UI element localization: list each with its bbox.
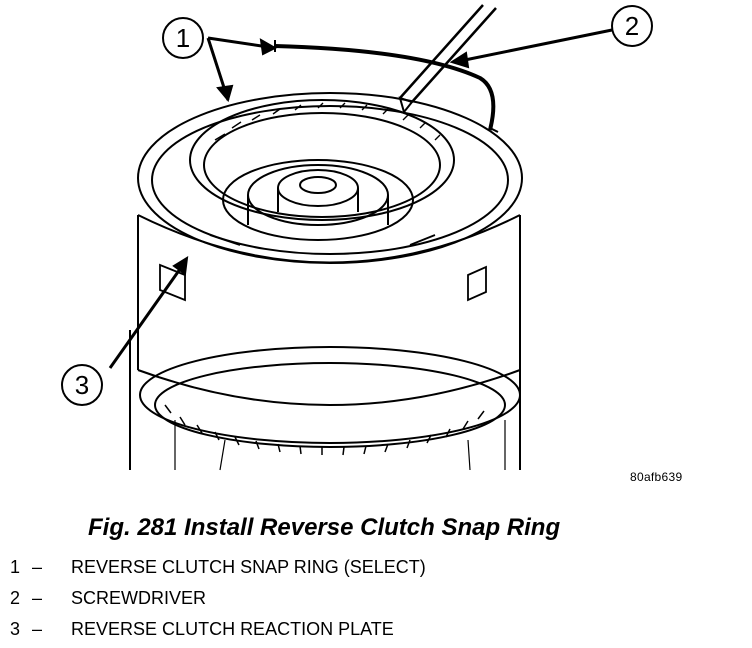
callout-circle-3: [61, 364, 103, 406]
legend-item: 1 – REVERSE CLUTCH SNAP RING (SELECT): [10, 555, 426, 586]
image-reference-code: 80afb639: [630, 470, 683, 484]
reaction-plate-lugs: [159, 234, 487, 302]
gear-ring-outer: [139, 346, 521, 444]
callout-number-2: 2: [625, 11, 639, 41]
leader-2: [454, 28, 613, 64]
lower-body-grooves: [174, 420, 506, 471]
legend-number: 3: [10, 619, 21, 639]
lower-body: [129, 330, 521, 470]
screwdriver-shaft: [399, 4, 497, 103]
screwdriver-tip: [398, 96, 414, 115]
legend-text: REVERSE CLUTCH SNAP RING (SELECT): [71, 557, 426, 577]
drum-rim-mid: [151, 105, 509, 255]
leader-3-arrow: [172, 256, 189, 276]
legend-item: 2 – SCREWDRIVER: [10, 586, 426, 617]
leader-1-arrows: [216, 38, 278, 103]
clutch-splines: [214, 102, 441, 141]
clutch-pack-ring: [189, 99, 455, 221]
callout-circle-2: [611, 5, 653, 47]
legend-text: SCREWDRIVER: [71, 588, 207, 608]
drum-body: [137, 215, 521, 370]
hub-sides: [247, 188, 389, 225]
legend-number: 2: [10, 588, 21, 608]
legend-item: 3 – REVERSE CLUTCH REACTION PLATE: [10, 617, 426, 648]
drum-bottom-edge: [137, 369, 521, 406]
snap-ring-ends: [274, 40, 499, 133]
hub-inner: [277, 169, 359, 207]
legend-text: REVERSE CLUTCH REACTION PLATE: [71, 619, 394, 639]
legend-separator: –: [32, 557, 43, 577]
hub-bore: [299, 176, 337, 194]
figure-legend: 1 – REVERSE CLUTCH SNAP RING (SELECT) 2 …: [10, 555, 426, 648]
legend-separator: –: [32, 588, 43, 608]
hub-outer: [222, 159, 414, 241]
legend-separator: –: [32, 619, 43, 639]
snap-ring: [274, 44, 496, 131]
legend-number: 1: [10, 557, 21, 577]
leader-3: [108, 261, 187, 369]
clutch-assembly-illustration: 1 2 3: [61, 4, 653, 471]
gear-teeth: [164, 404, 485, 456]
callout-number-3: 3: [75, 370, 89, 400]
gear-ring-inner: [154, 362, 506, 448]
callout-number-1: 1: [176, 23, 190, 53]
callout-circle-1: [162, 17, 204, 59]
clutch-pack-ring-inner: [203, 112, 441, 218]
figure-caption: Fig. 281 Install Reverse Clutch Snap Rin…: [88, 514, 561, 541]
leader-2-arrow: [449, 51, 470, 69]
drum-rim-lip: [137, 214, 521, 264]
